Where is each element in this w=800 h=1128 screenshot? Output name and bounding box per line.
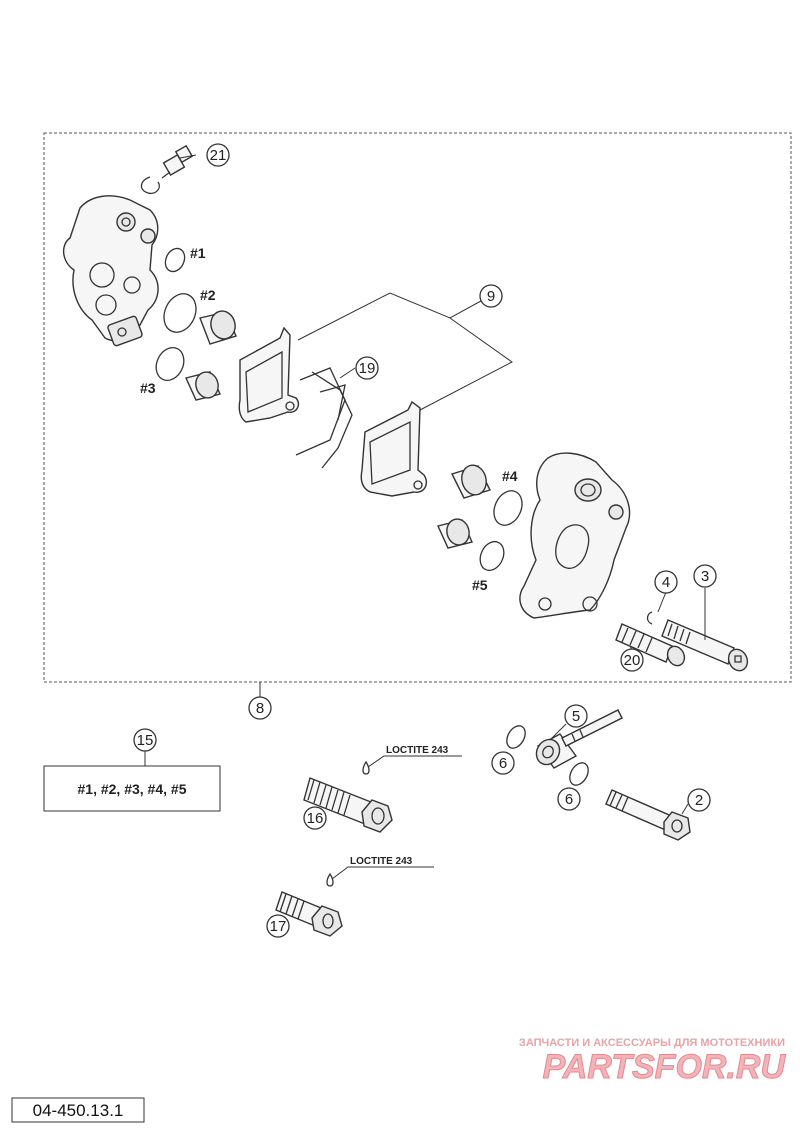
svg-text:19: 19 <box>359 360 376 377</box>
bleeder-valve <box>140 144 194 194</box>
svg-text:8: 8 <box>256 700 264 717</box>
seal-kit-box <box>43 765 221 812</box>
svg-text:4: 4 <box>662 574 670 591</box>
callout-21: 21 <box>206 143 230 167</box>
seal-label-3: #3 <box>140 380 156 396</box>
seal-1 <box>164 247 186 273</box>
seal-3 <box>155 346 185 382</box>
svg-text:5: 5 <box>572 708 580 725</box>
piston-lower-left <box>185 371 221 401</box>
svg-text:16: 16 <box>307 810 324 827</box>
callout-5: 5 <box>564 704 588 728</box>
seal-label-2: #2 <box>200 287 216 303</box>
caliper-assembly-box <box>43 132 792 683</box>
seal-2 <box>163 293 197 333</box>
callout-8: 8 <box>248 696 272 720</box>
pad-spring <box>295 367 353 469</box>
piston-lower-right <box>437 518 473 549</box>
svg-text:15: 15 <box>137 732 154 749</box>
callout-20: 20 <box>620 648 644 672</box>
callout-2: 2 <box>687 788 711 812</box>
seal-4 <box>493 490 523 526</box>
callout-9: 9 <box>479 284 503 308</box>
callout-6-lower: 6 <box>557 787 581 811</box>
loctite-label-1: LOCTITE 243 <box>386 745 449 756</box>
caliper-half-left <box>63 195 159 347</box>
svg-text:21: 21 <box>210 147 227 164</box>
threadlock-drop-1 <box>362 760 370 775</box>
svg-text:3: 3 <box>701 568 709 585</box>
piston-upper-left <box>199 310 237 345</box>
brake-pad-right <box>360 400 428 497</box>
seal-label-5: #5 <box>472 577 488 593</box>
seal-label-4: #4 <box>502 468 518 484</box>
svg-text:2: 2 <box>695 792 703 809</box>
watermark-brand: PARTSFOR.RU <box>543 1048 787 1086</box>
loctite-label-2: LOCTITE 243 <box>350 856 413 867</box>
svg-text:17: 17 <box>270 918 287 935</box>
brake-pad-left <box>238 326 300 423</box>
figure-code: 04-450.13.1 <box>33 1101 124 1120</box>
copper-washer-lower <box>569 762 589 786</box>
figure-code-box <box>11 1097 145 1123</box>
watermark: ЗАПЧАСТИ И АКСЕССУАРЫ ДЛЯ МОТОТЕХНИКИ PA… <box>519 1037 787 1087</box>
seal-label-1: #1 <box>190 245 206 261</box>
svg-text:9: 9 <box>487 288 495 305</box>
callout-15: 15 <box>133 728 157 752</box>
callout-6-upper: 6 <box>491 751 515 775</box>
copper-washer-upper <box>506 725 526 749</box>
callout-4: 4 <box>654 570 678 594</box>
watermark-subtitle: ЗАПЧАСТИ И АКСЕССУАРЫ ДЛЯ МОТОТЕХНИКИ <box>519 1037 785 1049</box>
threadlock-drop-2 <box>326 872 334 887</box>
svg-text:6: 6 <box>565 791 573 808</box>
banjo-fitting <box>535 733 578 769</box>
banjo-bolt-2 <box>605 789 691 841</box>
callout-3: 3 <box>693 564 717 588</box>
brake-line <box>561 709 623 747</box>
callout-17: 17 <box>266 914 290 938</box>
svg-text:6: 6 <box>499 755 507 772</box>
callout-19: 19 <box>355 356 379 380</box>
caliper-half-right <box>519 452 631 619</box>
banjo-bolt <box>303 777 393 833</box>
piston-upper-right <box>451 464 491 499</box>
svg-text:20: 20 <box>624 652 641 669</box>
caliper-bolt-long <box>661 619 749 672</box>
seal-5 <box>479 540 505 572</box>
caliper-bolt-short <box>615 623 686 667</box>
callout-16: 16 <box>303 806 327 830</box>
circlip <box>646 611 653 625</box>
mounting-bolt <box>275 891 343 937</box>
seal-kit-contents: #1, #2, #3, #4, #5 <box>78 781 187 797</box>
